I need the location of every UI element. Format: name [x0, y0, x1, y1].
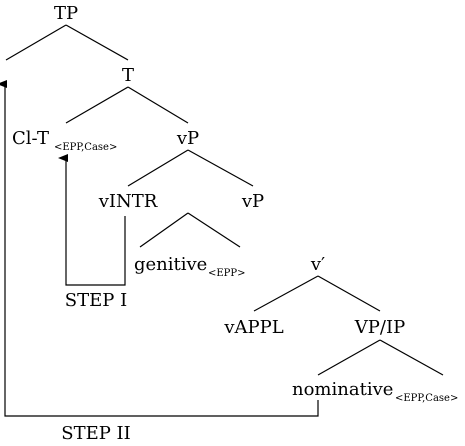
- node-genitive-features: <EPP>: [208, 268, 246, 279]
- movement-arrows: [0, 80, 319, 417]
- node-tp: TP: [54, 3, 78, 24]
- branch-tp-left: [5, 24, 67, 61]
- branch-vp-vintr: [127, 149, 189, 187]
- node-nominative-features: <EPP,Case>: [395, 393, 458, 404]
- step2-arrow: [0, 80, 319, 417]
- branch-t-vp: [127, 86, 189, 124]
- branch-vpip-left: [317, 339, 381, 376]
- tree-nodes: TP T Cl-T <EPP,Case> vP vINTR vP genitiv…: [12, 3, 458, 404]
- step1-arrow: [58, 154, 126, 286]
- step-labels: STEP I STEP II: [61, 290, 131, 444]
- node-vp-upper: vP: [176, 128, 199, 149]
- tree-branches: [5, 24, 444, 376]
- step2-label: STEP II: [61, 423, 131, 444]
- step1-label: STEP I: [65, 290, 127, 311]
- branch-vbar-vappl: [253, 275, 319, 312]
- branch-triangle-left: [139, 212, 189, 248]
- node-vappl: vAPPL: [223, 317, 283, 338]
- node-genitive: genitive: [134, 254, 207, 275]
- branch-triangle-right: [187, 212, 241, 248]
- branch-vbar-vpip: [317, 275, 381, 312]
- node-v-bar: v′: [310, 254, 325, 275]
- node-clt-features: <EPP,Case>: [54, 142, 117, 153]
- branch-vp-vp: [187, 149, 254, 187]
- node-clt: Cl-T: [12, 128, 49, 149]
- node-vpip: VP/IP: [354, 317, 405, 338]
- node-vp-lower: vP: [241, 191, 264, 212]
- node-t: T: [122, 65, 134, 86]
- node-vintr: vINTR: [98, 191, 158, 212]
- branch-tp-t: [65, 24, 129, 61]
- node-nominative: nominative: [292, 379, 393, 400]
- branch-vpip-right: [379, 339, 444, 376]
- branch-t-clt: [65, 86, 129, 124]
